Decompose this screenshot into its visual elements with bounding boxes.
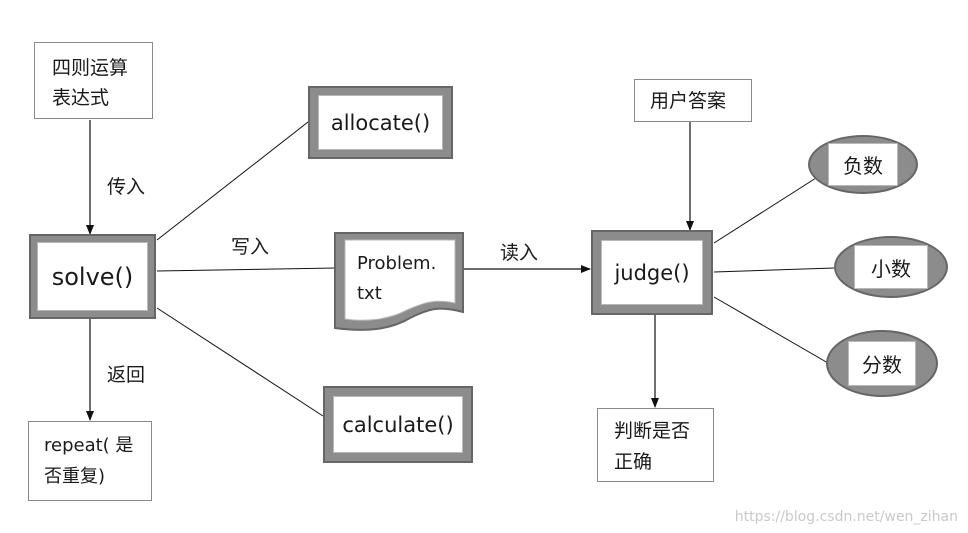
user-answer-node [634, 79, 752, 122]
problem-document-inner [344, 239, 456, 321]
expression-line-2: 表达式 [52, 87, 110, 109]
edge-judge-to-decimal [713, 267, 835, 273]
edge-solve-to-allocate [156, 121, 309, 241]
judge-node: judge() [591, 230, 713, 315]
decimal-label: 小数 [871, 256, 911, 281]
allocate-label: allocate() [330, 110, 431, 135]
edge-solve-to-problem [156, 267, 337, 272]
fraction-label: 分数 [862, 353, 902, 377]
problem-line-2: txt [357, 283, 382, 304]
negative-node: 负数 [808, 135, 918, 194]
solve-label: solve() [51, 262, 134, 291]
repeat-line-1: repeat( 是 [44, 435, 134, 456]
label-read-in: 读入 [500, 242, 539, 264]
label-return: 返回 [107, 364, 146, 386]
negative-label: 负数 [843, 154, 883, 178]
edge-judge-to-fraction [713, 296, 829, 364]
solve-node: solve() [29, 234, 156, 319]
check-line-1: 判断是否 [614, 420, 691, 442]
label-pass-in: 传入 [107, 176, 146, 198]
user-answer-label: 用户答案 [650, 90, 727, 112]
repeat-line-2: 否重复) [44, 466, 106, 487]
watermark-text: https://blog.csdn.net/wen_zihan [734, 509, 958, 525]
expression-line-1: 四则运算 [52, 57, 129, 79]
judge-label: judge() [614, 260, 690, 285]
check-correct-node [597, 408, 714, 482]
fraction-node: 分数 [826, 330, 938, 397]
check-line-2: 正确 [614, 451, 653, 473]
allocate-node: allocate() [308, 86, 453, 159]
decimal-node: 小数 [834, 236, 948, 298]
edge-solve-to-calculate [156, 307, 324, 417]
expression-node [34, 42, 153, 119]
repeat-node [28, 421, 152, 501]
edge-judge-to-negative [713, 177, 817, 244]
label-write-in: 写入 [231, 236, 270, 258]
calculate-node: calculate() [323, 386, 473, 463]
problem-line-1: Problem. [357, 253, 437, 274]
calculate-label: calculate() [342, 412, 454, 437]
